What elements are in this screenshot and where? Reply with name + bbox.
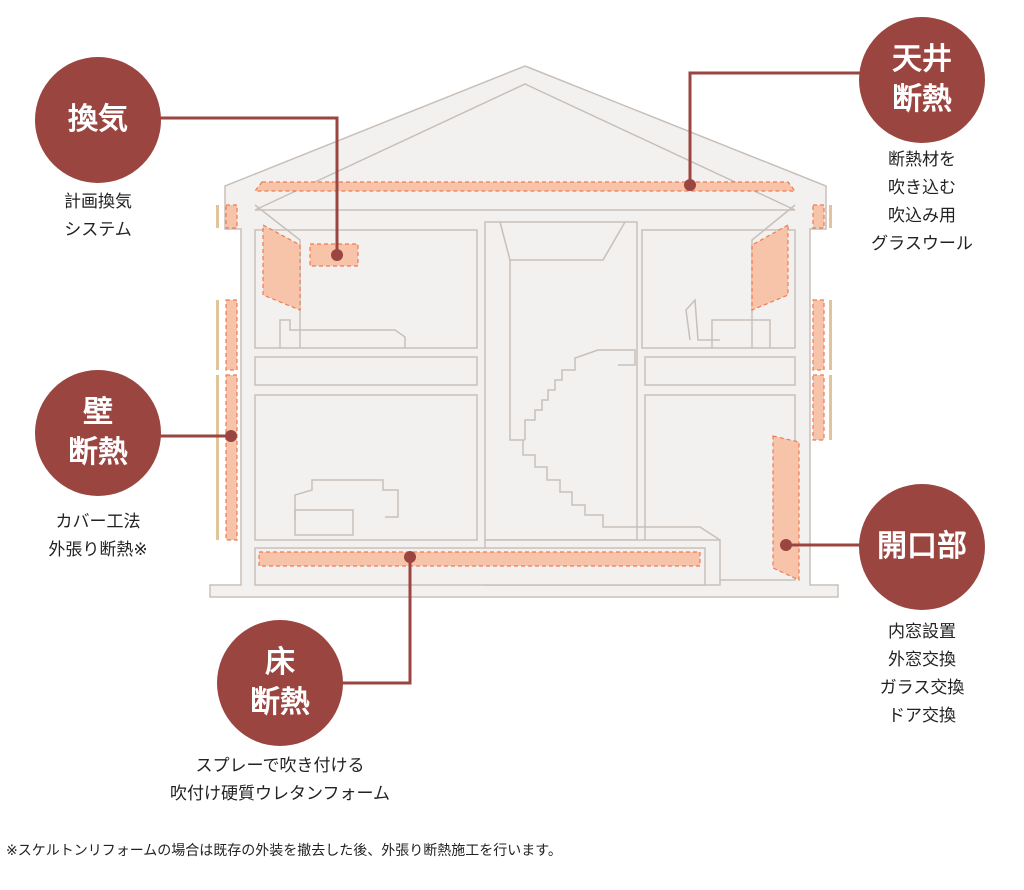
ceiling-insulation	[253, 181, 797, 192]
openings-description: 内窓設置 外窓交換 ガラス交換 ドア交換	[879, 622, 965, 726]
window-upper-right	[751, 223, 789, 311]
callout-ceiling: 天井 断熱	[859, 17, 985, 143]
door	[772, 435, 800, 581]
mid-slab-left	[254, 356, 478, 386]
callout-floor: 床 断熱	[217, 620, 343, 746]
wall-insulation-left-top	[225, 204, 238, 229]
ceiling-description: 断熱材を 吹き込む 吹込み用 グラスウール	[871, 150, 973, 254]
wall-insulation-right-top	[812, 204, 825, 229]
ventilation-description: 計画換気 システム	[64, 192, 132, 240]
callout-wall: 壁 断熱	[35, 370, 161, 496]
wall-insulation-left-mid	[225, 299, 238, 371]
footnote: ※スケルトンリフォームの場合は既存の外装を撤去した後、外張り断熱施工を行います。	[6, 843, 562, 859]
leader-ventilation	[160, 116, 339, 255]
mid-slab-right	[644, 356, 796, 386]
wall-insulation-right-mid	[812, 299, 825, 371]
lower-left-room	[254, 394, 478, 541]
wall-description: カバー工法 外張り断熱※	[48, 512, 148, 560]
attic	[254, 83, 796, 211]
callout-ventilation: 換気	[35, 57, 161, 183]
window-upper-left	[262, 223, 301, 311]
floor-insulation	[258, 551, 701, 567]
wall-insulation-right-low	[812, 374, 825, 441]
floor-description: スプレーで吹き付ける 吹付け硬質ウレタンフォーム	[170, 756, 390, 804]
leader-ceiling	[688, 71, 862, 185]
leader-floor	[340, 557, 412, 685]
wall-insulation-left-low	[225, 374, 238, 541]
callout-openings: 開口部	[859, 484, 985, 610]
